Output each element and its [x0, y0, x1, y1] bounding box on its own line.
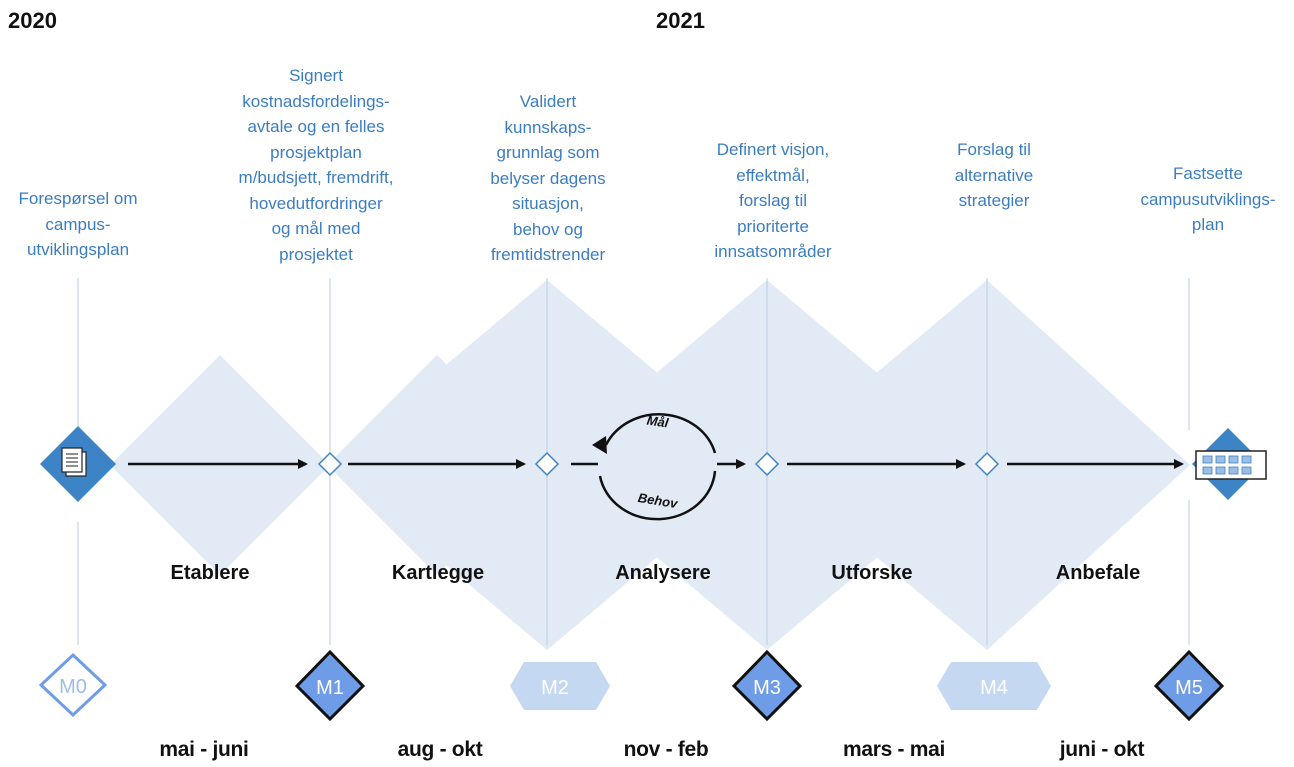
description-line: utviklingsplan	[26, 240, 130, 259]
milestone-m3: M3	[731, 649, 803, 722]
node-m1	[317, 451, 343, 477]
description-line: kunnskaps-	[504, 117, 592, 137]
milestone-description-m0: Forespørsel om campus-utviklingsplan	[0, 186, 188, 263]
description-line: grunnlag som	[496, 143, 600, 162]
phase-name-analysere: Analysere	[615, 562, 711, 584]
description-line: campusutviklings-	[1140, 189, 1276, 209]
phase-name-anbefale: Anbefale	[1055, 562, 1141, 584]
phase-period-etablere: mai - juni	[159, 738, 249, 761]
milestone-label-m2: M2	[541, 677, 569, 699]
milestone-m5: M5	[1153, 649, 1225, 722]
description-line: forslag til	[738, 191, 808, 210]
description-line: Validert	[519, 92, 577, 111]
milestone-description-m2: Validert kunnskaps-grunnlag som belyser da…	[438, 89, 658, 268]
description-line: fremtidstrender	[490, 245, 606, 264]
description-line: belyser dagens	[490, 168, 606, 188]
description-line: m/budsjett, fremdrift,	[238, 168, 394, 187]
node-m4	[974, 451, 1000, 477]
milestone-description-m3: Definert visjon, effektmål, forslag til pri…	[663, 137, 883, 265]
milestone-label-m4: M4	[980, 677, 1008, 699]
description-line: strategier	[958, 191, 1030, 210]
node-m3	[754, 451, 780, 477]
description-line: situasjon,	[512, 194, 584, 213]
documents-icon	[40, 426, 116, 502]
milestone-label-m5: M5	[1175, 677, 1203, 699]
description-line: kostnadsfordelings-	[242, 91, 390, 111]
description-line: avtale og en felles	[247, 117, 385, 136]
description-line: effektmål,	[736, 165, 810, 185]
description-line: plan	[1191, 215, 1225, 234]
milestone-description-m4: Forslag til alternative strategier	[884, 137, 1104, 214]
phase-period-anbefale: juni - okt	[1059, 738, 1145, 761]
description-line: og mål med	[271, 219, 361, 238]
milestone-m2: M2	[510, 662, 610, 710]
cycle-loop	[592, 413, 717, 521]
description-line: prosjektplan	[270, 142, 362, 162]
plan-board-icon	[1192, 428, 1267, 500]
milestone-description-m5: Fastsette campusutviklings-plan	[1098, 161, 1294, 238]
description-line: alternative	[954, 165, 1034, 185]
description-line: Fastsette	[1173, 164, 1243, 183]
phase-name-etablere: Etablere	[170, 562, 250, 584]
year-label-2021: 2021	[656, 8, 705, 33]
cycle-top-label: Mål	[646, 413, 670, 431]
description-line: Signert	[289, 66, 343, 85]
phase-name-kartlegge: Kartlegge	[391, 562, 485, 584]
milestone-description-m1: Signert kostnadsfordelings-avtale og en f…	[206, 63, 426, 267]
milestone-label-m3: M3	[753, 677, 781, 699]
milestone-label-m1: M1	[316, 677, 344, 699]
phase-period-analysere: nov - feb	[623, 738, 709, 761]
description-line: Forespørsel om	[18, 189, 138, 208]
description-line: Definert visjon,	[716, 140, 830, 159]
description-line: prioriterte	[737, 216, 809, 236]
node-m2	[534, 451, 560, 477]
milestone-m4: M4	[937, 662, 1051, 710]
phase-period-kartlegge: aug - okt	[397, 738, 483, 761]
milestone-m1: M1	[294, 649, 366, 722]
phase-name-utforske: Utforske	[831, 562, 913, 584]
description-line: prosjektet	[279, 244, 353, 264]
milestone-m0: M0	[38, 652, 108, 718]
description-line: innsatsområder	[714, 242, 832, 261]
description-line: Forslag til	[957, 140, 1031, 159]
cycle-bottom-label: Behov	[637, 490, 679, 511]
description-line: hovedutfordringer	[249, 193, 383, 213]
milestone-label-m0: M0	[59, 676, 87, 698]
year-label-2020: 2020	[8, 8, 57, 33]
description-line: campus-	[45, 214, 111, 234]
phase-period-utforske: mars - mai	[842, 738, 946, 761]
description-line: behov og	[513, 219, 583, 239]
